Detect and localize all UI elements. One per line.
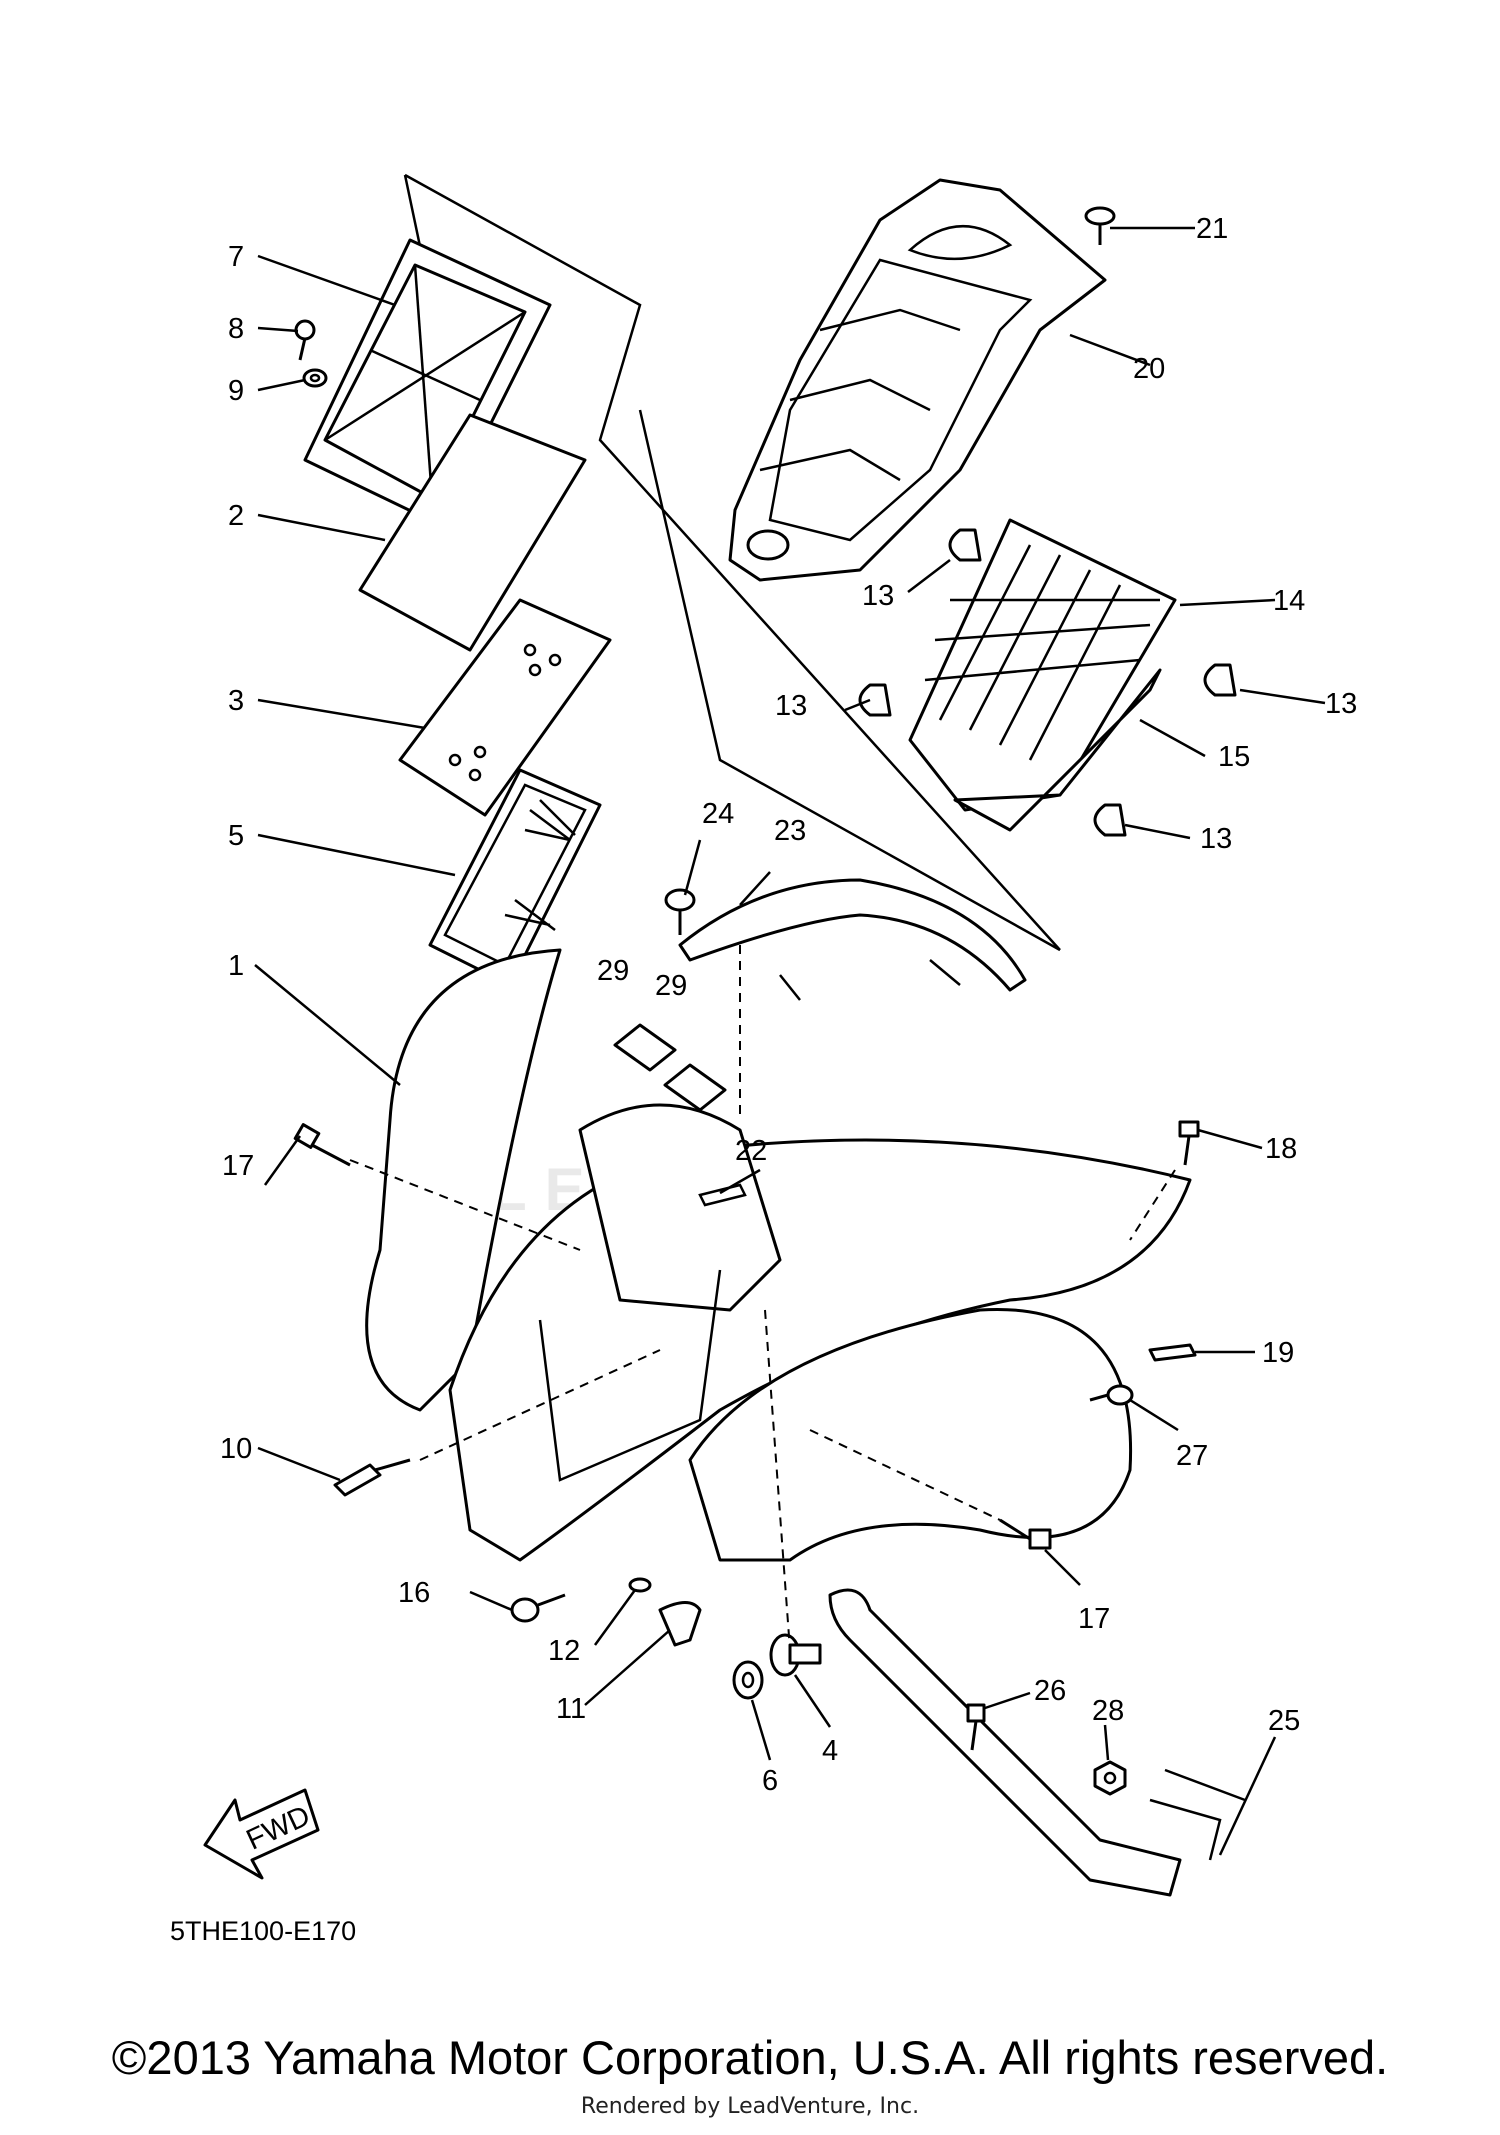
callout-7: 7 (228, 241, 244, 273)
callout-11: 11 (556, 1693, 586, 1725)
part-11-cap (658, 1601, 702, 1647)
part-15-grille-backing (953, 668, 1162, 832)
callout-13b: 13 (775, 690, 807, 722)
part-10-clamp (333, 1458, 411, 1497)
callout-16: 16 (398, 1577, 430, 1609)
callout-25: 25 (1268, 1705, 1300, 1737)
assembly-lines (349, 945, 1176, 1651)
callout-23: 23 (774, 815, 806, 847)
part-28-nut (1093, 1760, 1127, 1796)
callout-26: 26 (1034, 1675, 1066, 1707)
part-19-clip (1148, 1343, 1197, 1362)
part-5-screen (428, 768, 602, 987)
callout-10: 10 (220, 1433, 252, 1465)
part-23-brace (678, 878, 1027, 992)
callout-29b: 29 (655, 970, 687, 1002)
callout-18: 18 (1265, 1133, 1297, 1165)
callout-3: 3 (228, 685, 244, 717)
callout-14: 14 (1273, 585, 1305, 617)
rendered-by-credit: Rendered by LeadVenture, Inc. (580, 2094, 920, 2119)
figure-code: 5THE100-E170 (170, 1916, 356, 1946)
callout-29a: 29 (597, 955, 629, 987)
part-18-bolt (1178, 1120, 1200, 1166)
part-16-bolt (510, 1593, 566, 1623)
callout-13d: 13 (1200, 823, 1232, 855)
callout-13c: 13 (1325, 688, 1357, 720)
part-17-bolt-left (293, 1123, 351, 1167)
callout-labels: 7 8 9 2 3 5 1 17 10 21 20 13 14 13 13 15… (220, 213, 1357, 1797)
part-26-bolt (966, 1703, 986, 1751)
part-3-plate (398, 598, 612, 817)
part-20-front-cover (728, 178, 1107, 582)
part-7-filter-cage (303, 238, 552, 527)
callout-8: 8 (228, 313, 244, 345)
callout-21: 21 (1196, 213, 1228, 245)
callout-5: 5 (228, 820, 244, 852)
copyright-notice: ©2013 Yamaha Motor Corporation, U.S.A. A… (111, 2031, 1389, 2084)
part-2-filter-element (358, 413, 587, 652)
callout-6: 6 (762, 1765, 778, 1797)
callout-4: 4 (822, 1735, 838, 1767)
callout-22: 22 (735, 1135, 767, 1167)
part-9-washer (302, 368, 328, 388)
part-29-rubber-mounts (613, 1023, 727, 1112)
part-8-screw (294, 319, 316, 361)
callout-1: 1 (228, 950, 244, 982)
part-17-bolt-right (999, 1518, 1052, 1550)
part-25-guard (828, 1588, 1246, 1897)
part-1-front-fender (365, 948, 1192, 1562)
callout-2: 2 (228, 500, 244, 532)
callout-17b: 17 (1078, 1603, 1110, 1635)
callout-20: 20 (1133, 353, 1165, 385)
callout-19: 19 (1262, 1337, 1294, 1369)
callout-12: 12 (548, 1635, 580, 1667)
part-21-screw (1084, 206, 1116, 245)
callout-28: 28 (1092, 1695, 1124, 1727)
part-4-damper (769, 1633, 822, 1677)
part-14-grille (908, 518, 1177, 812)
callout-13a: 13 (862, 580, 894, 612)
callout-9: 9 (228, 375, 244, 407)
part-27-bolt (1089, 1384, 1134, 1406)
callout-15: 15 (1218, 741, 1250, 773)
part-13-clips (858, 528, 1237, 837)
part-12-washer (628, 1577, 652, 1593)
fwd-arrow-icon: FWD (203, 1788, 320, 1880)
part-24-push-rivet (664, 888, 696, 935)
callout-27: 27 (1176, 1440, 1208, 1472)
part-6-grommet (732, 1660, 764, 1700)
part-23-brace-tab (779, 959, 961, 1001)
leader-lines (254, 226, 1326, 1856)
callout-17a: 17 (222, 1150, 254, 1182)
callout-24: 24 (702, 798, 734, 830)
